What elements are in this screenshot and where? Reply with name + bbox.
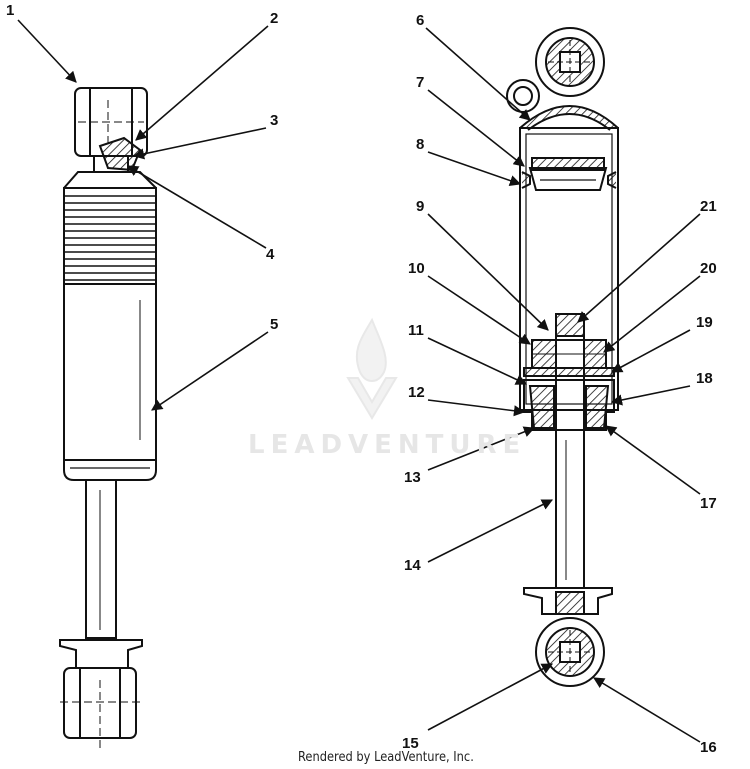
right-shock-cutaway (506, 27, 619, 687)
leader-21 (577, 213, 701, 323)
callout-3: 3 (270, 112, 279, 129)
leader-13 (427, 426, 536, 471)
callout-7: 7 (416, 74, 425, 91)
leader-19 (611, 329, 691, 373)
leader-12 (427, 399, 526, 417)
leader-5 (151, 331, 269, 411)
leader-3 (132, 127, 267, 160)
leader-arrows (17, 19, 701, 743)
callout-14: 14 (404, 557, 421, 574)
leader-20 (603, 275, 701, 353)
left-shock-external (59, 87, 157, 748)
callout-11: 11 (408, 322, 424, 339)
leader-4 (127, 165, 267, 249)
callout-19: 19 (696, 314, 713, 331)
leader-1 (17, 19, 77, 83)
leader-9 (427, 213, 549, 331)
leader-16 (593, 677, 701, 743)
leader-11 (427, 337, 528, 385)
leader-18 (610, 385, 691, 406)
watermark-logo (346, 317, 398, 420)
callout-13: 13 (404, 469, 421, 486)
callout-5: 5 (270, 316, 279, 333)
callout-2: 2 (270, 10, 279, 27)
callout-9: 9 (416, 198, 425, 215)
callout-4: 4 (266, 246, 275, 263)
callout-18: 18 (696, 370, 713, 387)
callout-16: 16 (700, 739, 717, 756)
leader-2 (135, 25, 269, 141)
credit-text: Rendered by LeadVenture, Inc. (298, 750, 474, 765)
callout-17: 17 (700, 495, 717, 512)
leader-8 (427, 151, 522, 186)
callout-20: 20 (700, 260, 717, 277)
callout-8: 8 (416, 136, 425, 153)
leader-6 (425, 27, 531, 121)
leader-14 (427, 499, 554, 563)
leader-7 (427, 89, 525, 167)
callout-12: 12 (408, 384, 425, 401)
leader-17 (605, 425, 701, 495)
leader-10 (427, 275, 531, 345)
callout-1: 1 (6, 2, 15, 19)
callout-15: 15 (402, 735, 419, 752)
callout-10: 10 (408, 260, 425, 277)
leader-15 (427, 663, 553, 731)
callout-21: 21 (700, 198, 717, 215)
callout-6: 6 (416, 12, 425, 29)
watermark-text: LEADVENTURE (248, 430, 527, 460)
